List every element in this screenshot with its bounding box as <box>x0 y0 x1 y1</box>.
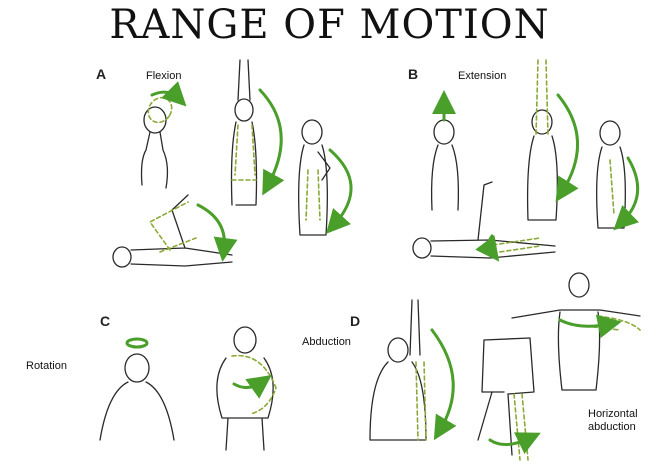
elbow-flexion-figure <box>299 120 351 235</box>
elbow-extension-figure <box>597 121 638 228</box>
trunk-rotation-figure <box>217 327 276 450</box>
shoulder-extension-figure <box>528 60 578 220</box>
hip-flexion-figure <box>113 195 232 267</box>
neck-extension-figure <box>432 102 459 210</box>
shoulder-flexion-figure <box>232 60 282 205</box>
neck-flexion-figure <box>142 92 179 188</box>
neck-rotation-figure <box>100 339 174 440</box>
hip-abduction-figure <box>478 338 534 460</box>
horizontal-abduction-figure <box>512 273 640 390</box>
shoulder-abduction-figure <box>370 300 453 440</box>
